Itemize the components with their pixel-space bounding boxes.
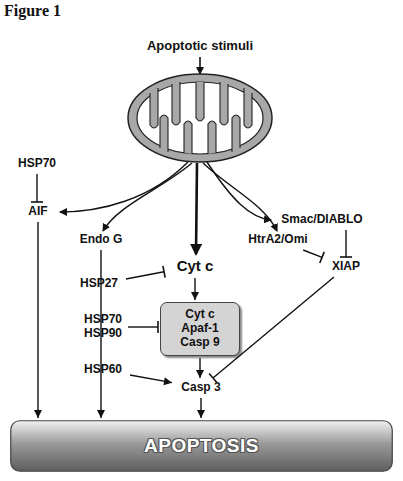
activation-connector — [130, 375, 172, 385]
connector-line — [200, 398, 201, 418]
inhibition-bar — [163, 266, 165, 278]
node-text: Cyt c — [177, 257, 214, 274]
connector-line — [130, 375, 172, 383]
arrow-head — [97, 410, 105, 418]
inhibition-connector — [128, 321, 158, 333]
connector-line — [37, 222, 38, 418]
node-text: HSP27 — [80, 277, 118, 291]
node-text: XIAP — [332, 260, 360, 274]
cristae — [150, 82, 252, 154]
activation-connector — [191, 278, 199, 300]
outcome-band: APOPTOSIS — [10, 420, 393, 472]
node-text: Casp 9 — [180, 336, 219, 350]
protein-node: Endo G — [74, 232, 128, 248]
inner-membrane — [137, 82, 263, 154]
inhibition-connector — [126, 266, 165, 279]
release-arrows — [60, 162, 277, 254]
activation-connector — [196, 358, 204, 378]
inhibition-bar — [340, 256, 352, 258]
inhibition-bar — [320, 252, 324, 263]
activation-connector — [197, 398, 205, 418]
node-text: HSP70 — [84, 313, 122, 327]
connector-line — [194, 278, 195, 300]
connector-line — [126, 272, 164, 279]
node-text: Smac/DIABLO — [281, 213, 362, 227]
protein-node: HtrA2/Omi — [238, 232, 318, 248]
connector-line — [345, 230, 346, 257]
inhibition-bar — [31, 201, 43, 203]
inhibition-bar — [157, 321, 159, 333]
protein-node: HSP70HSP90 — [80, 310, 126, 344]
inhibition-connector — [303, 250, 324, 263]
node-text: Endo G — [80, 233, 123, 247]
node-text: HSP90 — [84, 327, 122, 341]
connector-line — [213, 277, 334, 378]
node-text: Cyt c — [185, 308, 214, 322]
band-shape — [11, 421, 393, 472]
inhibition-connector — [340, 230, 352, 257]
connector-line — [303, 250, 322, 257]
protein-node: AIF — [18, 204, 58, 220]
connector-line — [128, 326, 158, 327]
protein-node: Cyt c — [166, 256, 224, 276]
node-text: Casp 3 — [181, 381, 220, 395]
connector-line — [199, 358, 200, 378]
node-text: HSP60 — [84, 363, 122, 377]
connector-line — [100, 250, 101, 418]
protein-node: Smac/DIABLO — [272, 212, 372, 228]
connector-line — [36, 174, 37, 202]
node-text: HSP70 — [18, 157, 56, 171]
protein-node: Casp 3 — [174, 380, 228, 396]
inhibition-bar — [209, 373, 217, 382]
inhibition-connector — [209, 277, 334, 383]
figure-title: Figure 1 — [4, 2, 61, 20]
arrow-head — [196, 370, 204, 378]
complex-box: Cyt cApaf-1Casp 9 — [160, 302, 240, 356]
protein-node: HSP27 — [74, 276, 124, 292]
protein-node: XIAP — [324, 259, 368, 275]
node-text: HtrA2/Omi — [248, 233, 307, 247]
arrow-head — [163, 377, 172, 385]
outer-membrane — [128, 74, 272, 162]
node-text: AIF — [28, 205, 47, 219]
stimulus-label: Apoptotic stimuli — [120, 38, 280, 53]
activation-connector — [97, 250, 105, 418]
activation-connector — [34, 222, 42, 418]
arrow-head — [191, 292, 199, 300]
protein-node: HSP70 — [12, 156, 62, 172]
protein-node: HSP60 — [78, 362, 128, 378]
node-text: APOPTOSIS — [144, 435, 259, 457]
arrow-head — [197, 410, 205, 418]
node-text: Apaf-1 — [181, 322, 218, 336]
arrow-head — [34, 410, 42, 418]
inhibition-connector — [31, 174, 43, 202]
stimulus-arrow — [199, 57, 201, 74]
